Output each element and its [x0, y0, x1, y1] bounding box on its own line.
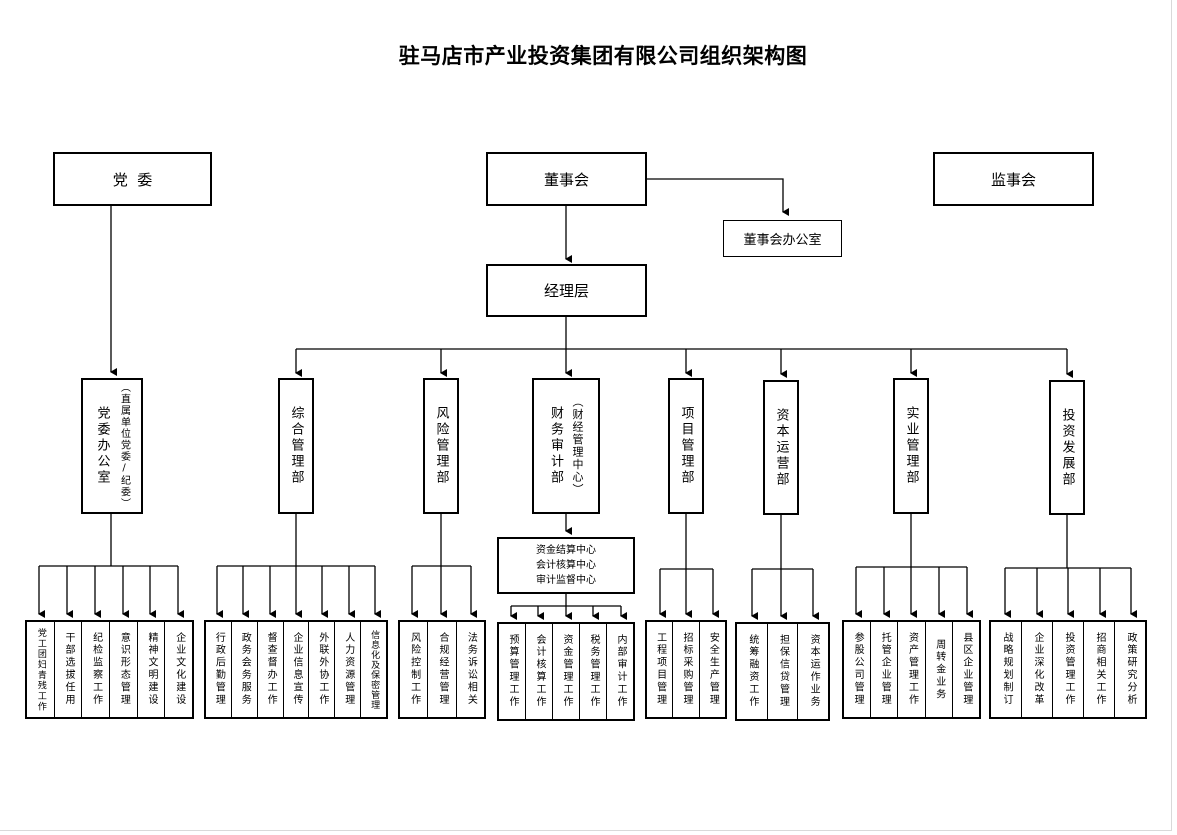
leaf-item: 内部审计工作: [615, 634, 626, 709]
leaf-item: 安全生产管理: [707, 632, 719, 707]
finance-centers-box: 资金结算中心 会计核算中心 审计监督中心: [497, 537, 635, 594]
dept-note: （财经管理中心）: [571, 396, 584, 496]
leaf-item: 托管企业管理: [871, 622, 899, 717]
dept-name: 投资发展部: [1059, 407, 1075, 488]
dept-industry-management: 实业管理部: [893, 378, 929, 514]
management-box: 经理层: [486, 264, 647, 317]
leaf-item: 政务会务服务: [232, 622, 258, 717]
leaf-item: 合规经营管理: [428, 622, 457, 717]
leaf-item: 招商相关工作: [1084, 622, 1115, 717]
dept-name: 综合管理部: [288, 406, 304, 486]
leaf-item: 工程项目管理: [647, 622, 674, 717]
dept-finance-audit: 财务审计部 （财经管理中心）: [532, 378, 600, 514]
dept-name: 党委办公室: [94, 406, 110, 486]
dept-investment-development: 投资发展部: [1049, 380, 1085, 515]
leaf-item: 政策研究分析: [1125, 632, 1136, 707]
leaf-item: 行政后勤管理: [206, 622, 232, 717]
leaf-item: 信息化及保密管理: [369, 629, 380, 710]
leaf-group-capital-operations: 统筹融资工作 担保信贷管理 资本运作业务: [735, 622, 830, 721]
leaf-item: 参股公司管理: [844, 622, 872, 717]
center-item: 审计监督中心: [536, 575, 596, 586]
leaf-group-investment-development: 战略规划制订 企业深化改革 投资管理工作 招商相关工作 政策研究分析: [989, 620, 1147, 719]
dept-note: （直属单位党委/纪委）: [118, 382, 130, 510]
leaf-item: 资产管理工作: [898, 622, 926, 717]
leaf-item: 投资管理工作: [1053, 622, 1084, 717]
leaf-item: 周转金业务: [926, 622, 953, 717]
dept-capital-operations: 资本运营部: [763, 380, 799, 515]
leaf-item: 企业文化建设: [173, 632, 185, 707]
leaf-group-finance-audit: 预算管理工作 会计核算工作 资金管理工作 税务管理工作 内部审计工作: [497, 622, 635, 721]
board-of-directors-box: 董事会: [486, 152, 647, 206]
leaf-item: 担保信贷管理: [768, 624, 799, 719]
leaf-item: 外联外协工作: [309, 622, 336, 717]
leaf-item: 资金管理工作: [553, 624, 580, 719]
board-of-supervisors-box: 监事会: [933, 152, 1094, 206]
party-committee-box: 党 委: [53, 152, 212, 206]
board-office-box: 董事会办公室: [723, 220, 842, 257]
dept-name: 项目管理部: [678, 406, 694, 486]
board-office-label: 董事会办公室: [743, 233, 822, 248]
leaf-item: 资本运作业务: [808, 634, 820, 709]
leaf-item: 风险控制工作: [400, 622, 429, 717]
board-label: 董事会: [543, 170, 589, 189]
dept-risk-management: 风险管理部: [423, 378, 459, 514]
leaf-item: 预算管理工作: [499, 624, 526, 719]
leaf-item: 县区企业管理: [960, 632, 972, 707]
leaf-item: 纪检监察工作: [82, 622, 111, 717]
leaf-group-industry-management: 参股公司管理 托管企业管理 资产管理工作 周转金业务 县区企业管理: [842, 620, 981, 719]
dept-name: 财务审计部: [548, 406, 563, 486]
supervisors-label: 监事会: [990, 170, 1036, 189]
leaf-item: 统筹融资工作: [737, 624, 768, 719]
leaf-item: 招标采购管理: [673, 622, 700, 717]
dept-party-office: 党委办公室 （直属单位党委/纪委）: [81, 378, 143, 514]
leaf-item: 意识形态管理: [110, 622, 138, 717]
leaf-group-risk-management: 风险控制工作 合规经营管理 法务诉讼相关: [398, 620, 486, 719]
dept-name: 资本运营部: [773, 407, 789, 488]
leaf-item: 人力资源管理: [335, 622, 362, 717]
leaf-item: 企业深化改革: [1022, 622, 1053, 717]
leaf-group-general-management: 行政后勤管理 政务会务服务 督查督办工作 企业信息宣传 外联外协工作 人力资源管…: [204, 620, 388, 719]
page-title: 驻马店市产业投资集团有限公司组织架构图: [398, 44, 808, 68]
leaf-item: 党工团妇青残工作: [27, 622, 55, 717]
leaf-item: 督查督办工作: [258, 622, 284, 717]
leaf-item: 税务管理工作: [580, 624, 607, 719]
leaf-item: 会计核算工作: [526, 624, 553, 719]
center-item: 资金结算中心: [536, 545, 596, 556]
dept-general-management: 综合管理部: [278, 378, 314, 514]
management-label: 经理层: [543, 282, 589, 300]
dept-name: 风险管理部: [433, 406, 449, 486]
leaf-item: 干部选拔任用: [55, 622, 83, 717]
dept-project-management: 项目管理部: [668, 378, 704, 514]
dept-name: 实业管理部: [903, 406, 919, 486]
leaf-group-project-management: 工程项目管理 招标采购管理 安全生产管理: [645, 620, 727, 719]
leaf-item: 企业信息宣传: [284, 622, 310, 717]
center-item: 会计核算中心: [536, 560, 596, 571]
leaf-item: 法务诉讼相关: [465, 632, 477, 707]
leaf-group-party-office: 党工团妇青残工作 干部选拔任用 纪检监察工作 意识形态管理 精神文明建设 企业文…: [25, 620, 194, 719]
leaf-item: 战略规划制订: [991, 622, 1022, 717]
leaf-item: 精神文明建设: [138, 622, 166, 717]
party-committee-label: 党 委: [112, 170, 153, 189]
